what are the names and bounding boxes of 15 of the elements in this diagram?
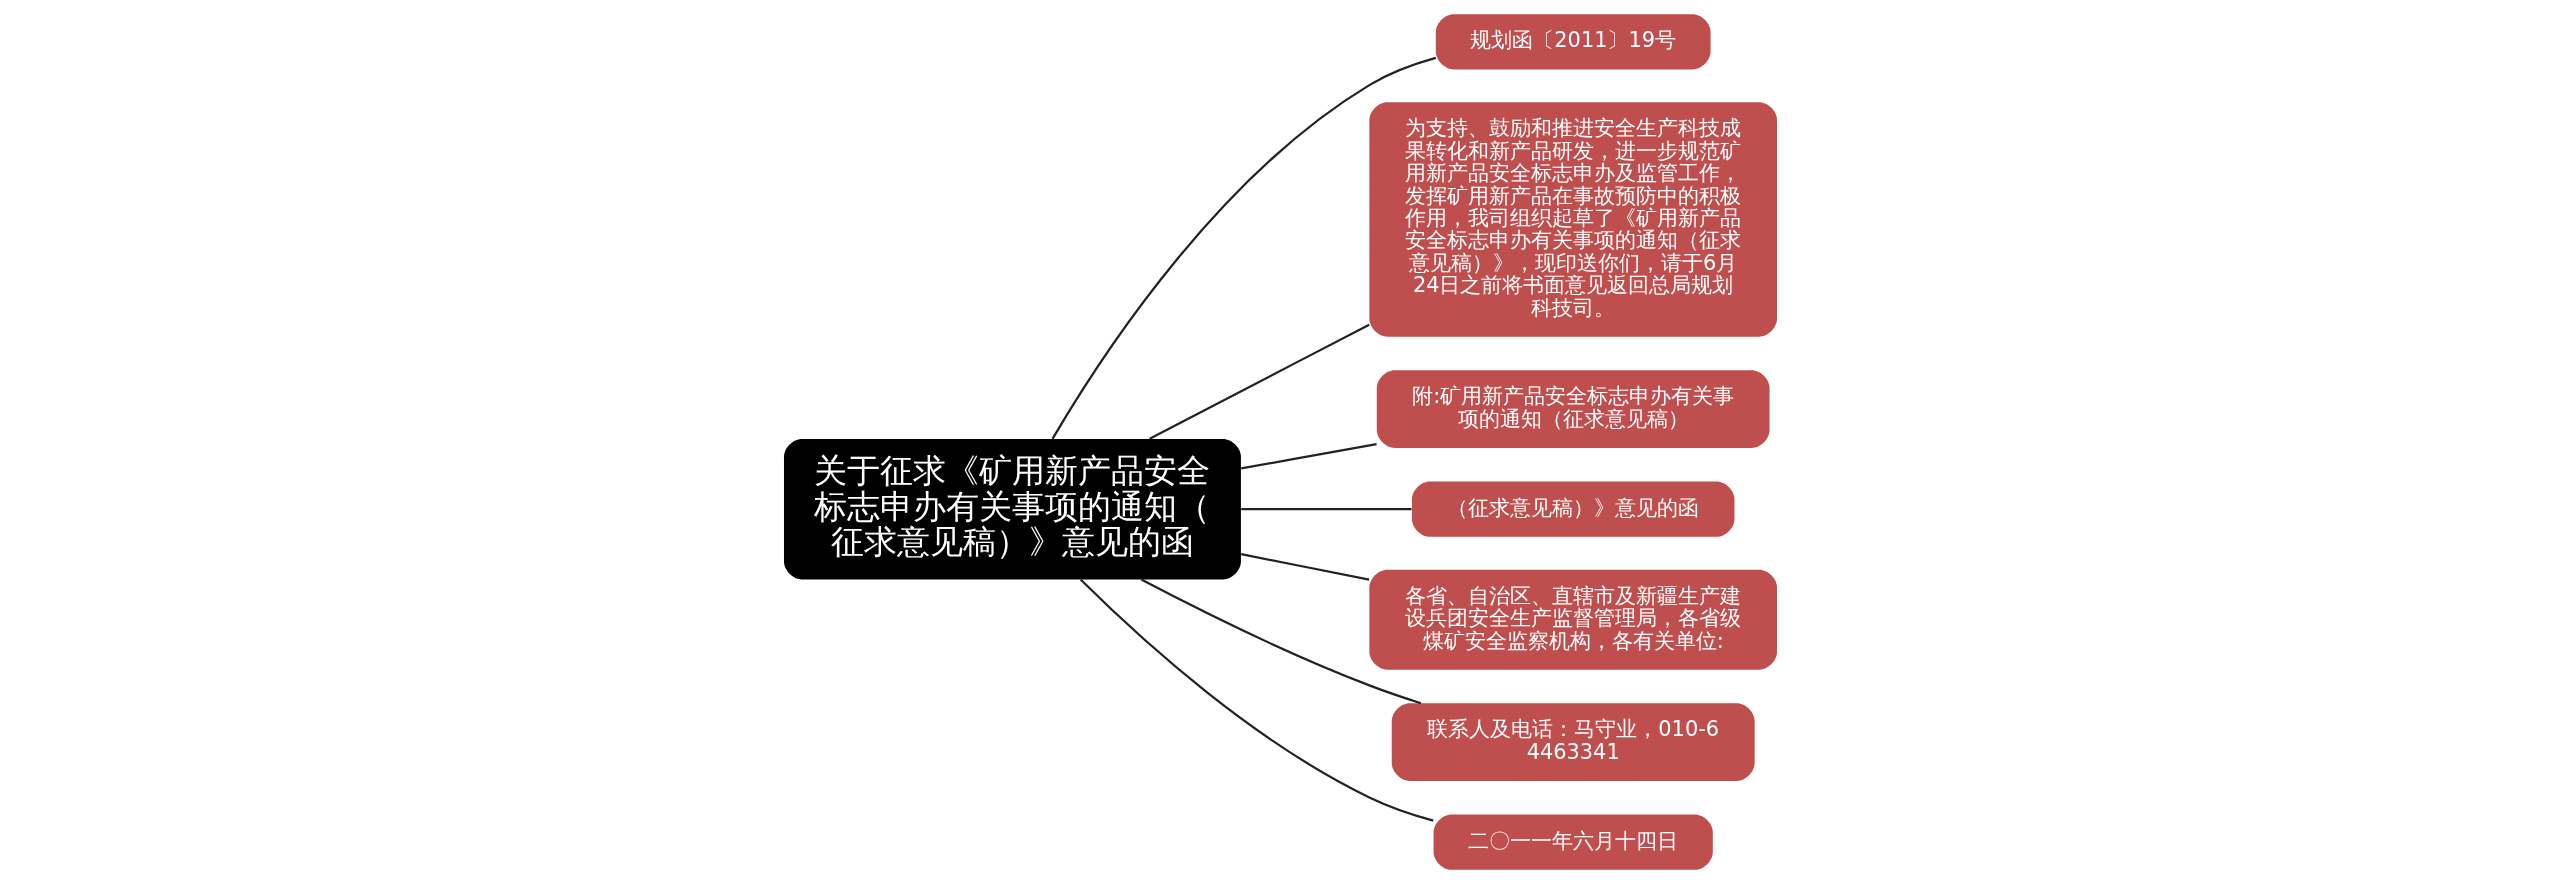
connector [1240, 443, 1377, 470]
node-box: 各省、自治区、直辖市及新疆生产建设兵团安全生产监督管理局，各省级煤矿安全监察机构，各有关单位: [1368, 569, 1777, 670]
node-box: 附:矿用新产品安全标志申办有关事项的通知（征求意见稿） [1376, 370, 1770, 448]
node-box: 为支持、鼓励和推进安全生产科技成果转化和新产品研发，进一步规范矿用新产品安全标志申办及监管工作，发挥矿用新产品在事故预防中的积极作用，我司组织起草了《矿用新产品安全标志申办有关事项的通知（征求意见稿）》，现印送你们，请于6月24日之前将书面意见返回总局规划科技司。 [1368, 102, 1777, 337]
node-box: 规划函〔2011〕19号 [1435, 14, 1711, 70]
connector [1051, 56, 1436, 440]
node-box: 联系人及电话：马守业，010-64463341 [1391, 703, 1755, 781]
connector [1240, 553, 1369, 581]
connector [1240, 508, 1411, 511]
connector [1079, 578, 1434, 822]
connector [1148, 323, 1370, 440]
node-box: （征求意见稿）》意见的函 [1411, 481, 1734, 537]
node-box: 关于征求《矿用新产品安全标志申办有关事项的通知（征求意见稿）》意见的函 [783, 439, 1241, 580]
node-box: 二〇一一年六月十四日 [1433, 814, 1713, 870]
connector [1140, 578, 1421, 705]
